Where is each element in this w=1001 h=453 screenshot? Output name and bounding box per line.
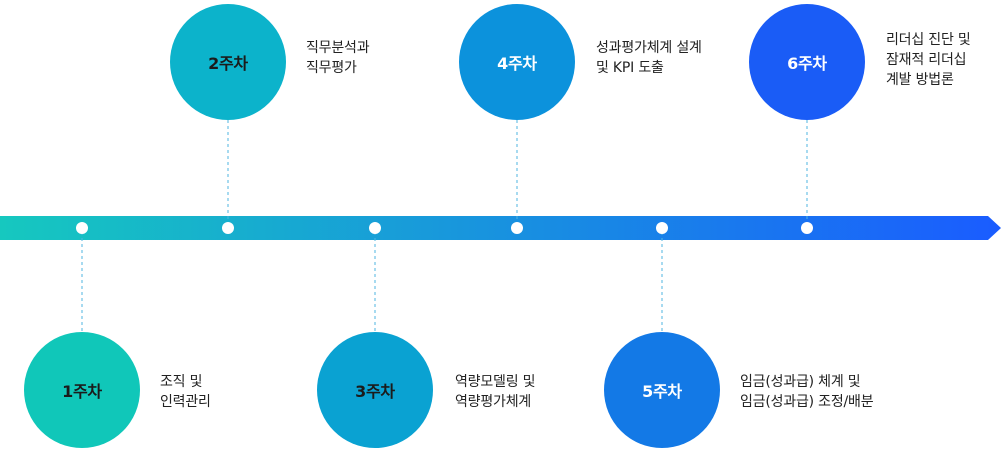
week-circle-5: 5주차: [604, 332, 720, 448]
description-line: 역량평가체계: [455, 394, 532, 410]
description-line: 역량모델링 및: [455, 374, 536, 390]
week-circle-3: 3주차: [317, 332, 433, 448]
connector-lines: [81, 120, 808, 332]
description-line: 성과평가체계 설계: [596, 40, 702, 56]
week-circle-1: 1주차: [24, 332, 140, 448]
timeline-node-week-1: [76, 222, 88, 234]
description-line: 잠재적 리더십: [886, 52, 967, 68]
week-label: 1주차: [62, 382, 102, 401]
week-label: 4주차: [497, 54, 537, 73]
week-label: 2주차: [208, 54, 248, 73]
timeline-node-week-6: [801, 222, 813, 234]
week-circle-2: 2주차: [170, 4, 286, 120]
week-label: 5주차: [642, 382, 682, 401]
description-line: 인력관리: [160, 394, 211, 410]
timeline-node-week-5: [656, 222, 668, 234]
description-line: 계발 방법론: [886, 72, 954, 88]
week-label: 6주차: [787, 54, 827, 73]
week-circle-6: 6주차: [749, 4, 865, 120]
description-line: 직무분석과: [306, 40, 370, 56]
description-line: 리더십 진단 및: [886, 32, 971, 48]
timeline-nodes: [76, 222, 813, 234]
description-line: 및 KPI 도출: [596, 60, 664, 76]
week-circle-4: 4주차: [459, 4, 575, 120]
description-line: 직무평가: [306, 60, 357, 76]
timeline-node-week-4: [511, 222, 523, 234]
week-label: 3주차: [355, 382, 395, 401]
description-line: 임금(성과급) 조정/배분: [740, 394, 874, 410]
description-line: 임금(성과급) 체계 및: [740, 374, 861, 390]
description-line: 조직 및: [160, 374, 203, 390]
timeline-node-week-3: [369, 222, 381, 234]
timeline-node-week-2: [222, 222, 234, 234]
timeline-arrow-bar: [0, 216, 1001, 240]
